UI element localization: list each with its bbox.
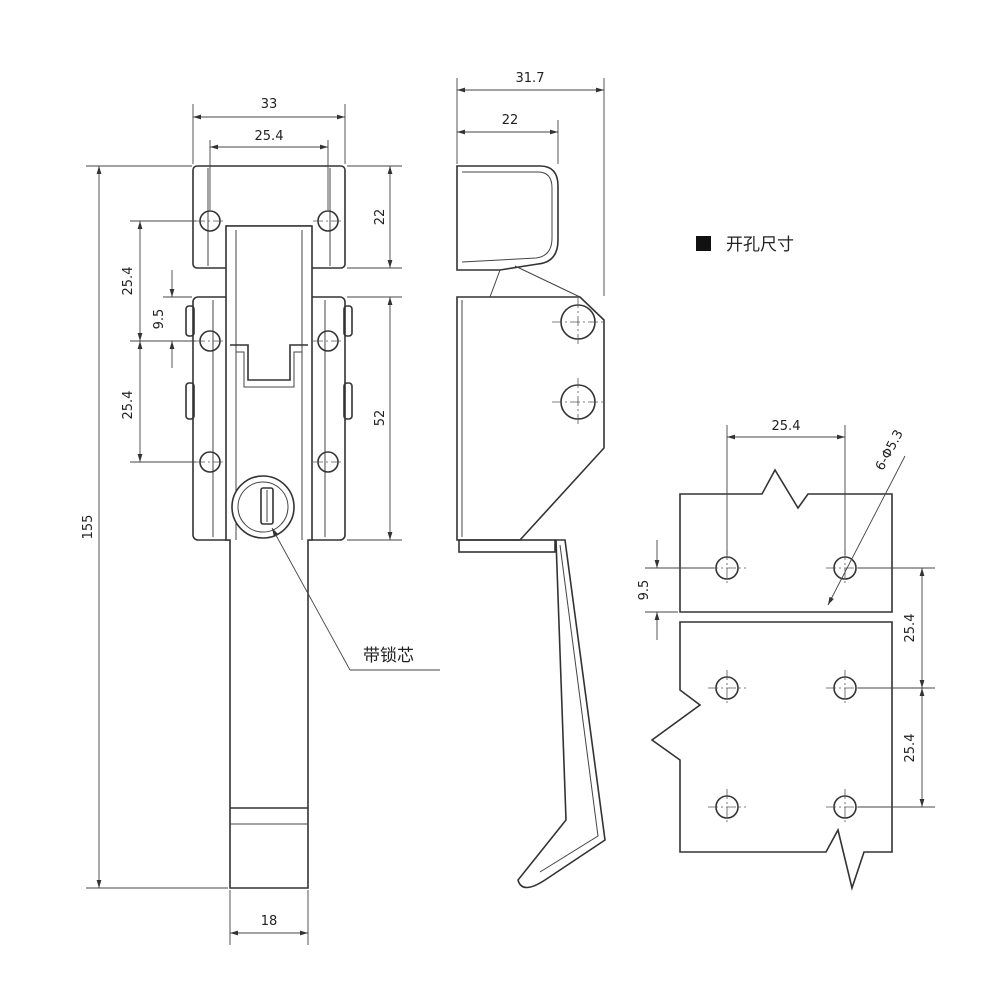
side-hook xyxy=(456,165,559,271)
dim-top-width xyxy=(192,104,346,164)
label-lock-callout: 带锁芯 xyxy=(363,646,414,666)
dim-total-length xyxy=(86,165,228,889)
dim-top-height xyxy=(347,165,402,269)
label-dim-31-7: 31.7 xyxy=(516,71,545,86)
label-cutout-25-4-upper: 25.4 xyxy=(903,614,918,643)
side-view: 31.7 22 xyxy=(456,71,606,889)
mounting-holes-front xyxy=(195,210,343,473)
label-cutout-25-4-lower: 25.4 xyxy=(903,734,918,763)
dim-right-body xyxy=(347,296,402,541)
label-dim-25-4-left-upper: 25.4 xyxy=(121,267,136,296)
dim-cutout xyxy=(645,425,935,808)
label-dim-25-4-top: 25.4 xyxy=(255,129,284,144)
label-dim-22-side: 22 xyxy=(502,113,519,128)
label-dim-33: 33 xyxy=(261,97,278,112)
label-cutout-25-4-horizontal: 25.4 xyxy=(772,419,801,434)
cutout-lower-plate xyxy=(650,621,893,891)
dim-side-depths xyxy=(456,78,605,296)
dim-left-chain xyxy=(130,220,196,463)
side-rivets xyxy=(552,298,604,426)
side-lever xyxy=(517,539,606,889)
label-dim-22: 22 xyxy=(373,209,388,226)
cutout-holes xyxy=(708,550,864,825)
front-view: 33 25.4 22 52 25.4 9.5 25.4 155 18 带锁芯 xyxy=(81,97,440,945)
cutout-title: 开孔尺寸 xyxy=(726,235,794,255)
cutout-view: 开孔尺寸 xyxy=(637,235,935,891)
dim-hole-spacing-top xyxy=(209,140,329,210)
label-dim-9-5-left: 9.5 xyxy=(152,309,167,330)
lever-handle xyxy=(225,225,313,889)
label-cutout-9-5: 9.5 xyxy=(637,580,652,601)
label-dim-18: 18 xyxy=(261,914,278,929)
cutout-upper-plate xyxy=(679,468,893,613)
lock-callout-leader xyxy=(271,527,440,671)
lock-cylinder-icon xyxy=(231,475,295,539)
label-cutout-hole-spec: 6-Φ5.3 xyxy=(873,427,907,473)
label-dim-52: 52 xyxy=(373,410,388,427)
label-dim-25-4-left-lower: 25.4 xyxy=(121,391,136,420)
dim-handle-width xyxy=(229,890,309,945)
legend-square-icon xyxy=(696,236,711,251)
label-dim-155: 155 xyxy=(81,515,96,540)
